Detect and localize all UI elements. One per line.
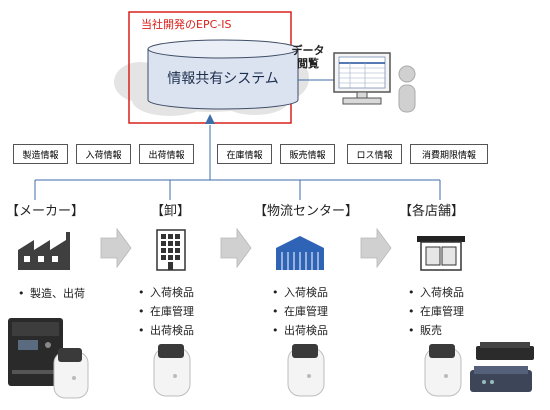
task-item: 製造、出荷: [18, 285, 85, 304]
database-label: 情報共有システム: [167, 71, 279, 87]
task-list-stores: 入荷検品 在庫管理 販売: [408, 284, 464, 341]
task-list-logistics: 入荷検品 在庫管理 出荷検品: [272, 284, 328, 341]
factory-icon: [18, 232, 70, 270]
info-tag-loss: ロス情報: [347, 144, 402, 164]
arrow-right-icon: [220, 227, 252, 269]
network-device-icon: [476, 342, 534, 360]
tree-lines: [34, 125, 441, 200]
task-item: 入荷検品: [138, 284, 194, 303]
task-item: 出荷検品: [138, 322, 194, 341]
task-item: 在庫管理: [138, 303, 194, 322]
info-tag-receiving: 入荷情報: [76, 144, 131, 164]
network-device-icon: [470, 366, 532, 392]
task-list-maker: 製造、出荷: [18, 285, 85, 304]
building-icon: [156, 229, 186, 271]
data-access-label: データ閲覧: [291, 44, 325, 70]
task-item: 出荷検品: [272, 322, 328, 341]
stage-title-maker: 【メーカー】: [6, 204, 85, 219]
info-tag-inventory: 在庫情報: [217, 144, 272, 164]
info-tag-sales: 販売情報: [280, 144, 335, 164]
stage-title-stores: 【各店舗】: [399, 204, 465, 219]
computer-monitor-icon: [333, 52, 391, 105]
stage-title-wholesale: 【卸】: [151, 204, 191, 219]
handheld-reader-icon: [424, 344, 462, 397]
arrow-right-icon: [100, 227, 132, 269]
task-item: 入荷検品: [408, 284, 464, 303]
task-item: 販売: [408, 322, 464, 341]
store-icon: [417, 236, 465, 271]
task-item: 在庫管理: [408, 303, 464, 322]
warehouse-icon: [276, 236, 324, 270]
task-item: 在庫管理: [272, 303, 328, 322]
upward-arrowhead: [205, 114, 215, 124]
handheld-reader-icon: [53, 348, 89, 399]
database-icon: [147, 39, 299, 110]
stage-title-logistics: 【物流センター】: [254, 204, 359, 219]
printer-icon: [8, 318, 63, 386]
arrow-right-icon: [360, 227, 392, 269]
task-list-wholesale: 入荷検品 在庫管理 出荷検品: [138, 284, 194, 341]
handheld-reader-icon: [153, 344, 191, 397]
info-tag-expiry: 消費期限情報: [410, 144, 488, 164]
info-tag-shipping: 出荷情報: [139, 144, 194, 164]
person-icon: [398, 65, 416, 113]
system-frame-label: 当社開発のEPC-IS: [141, 18, 232, 31]
info-tag-manufacturing: 製造情報: [13, 144, 68, 164]
handheld-reader-icon: [287, 344, 325, 397]
task-item: 入荷検品: [272, 284, 328, 303]
